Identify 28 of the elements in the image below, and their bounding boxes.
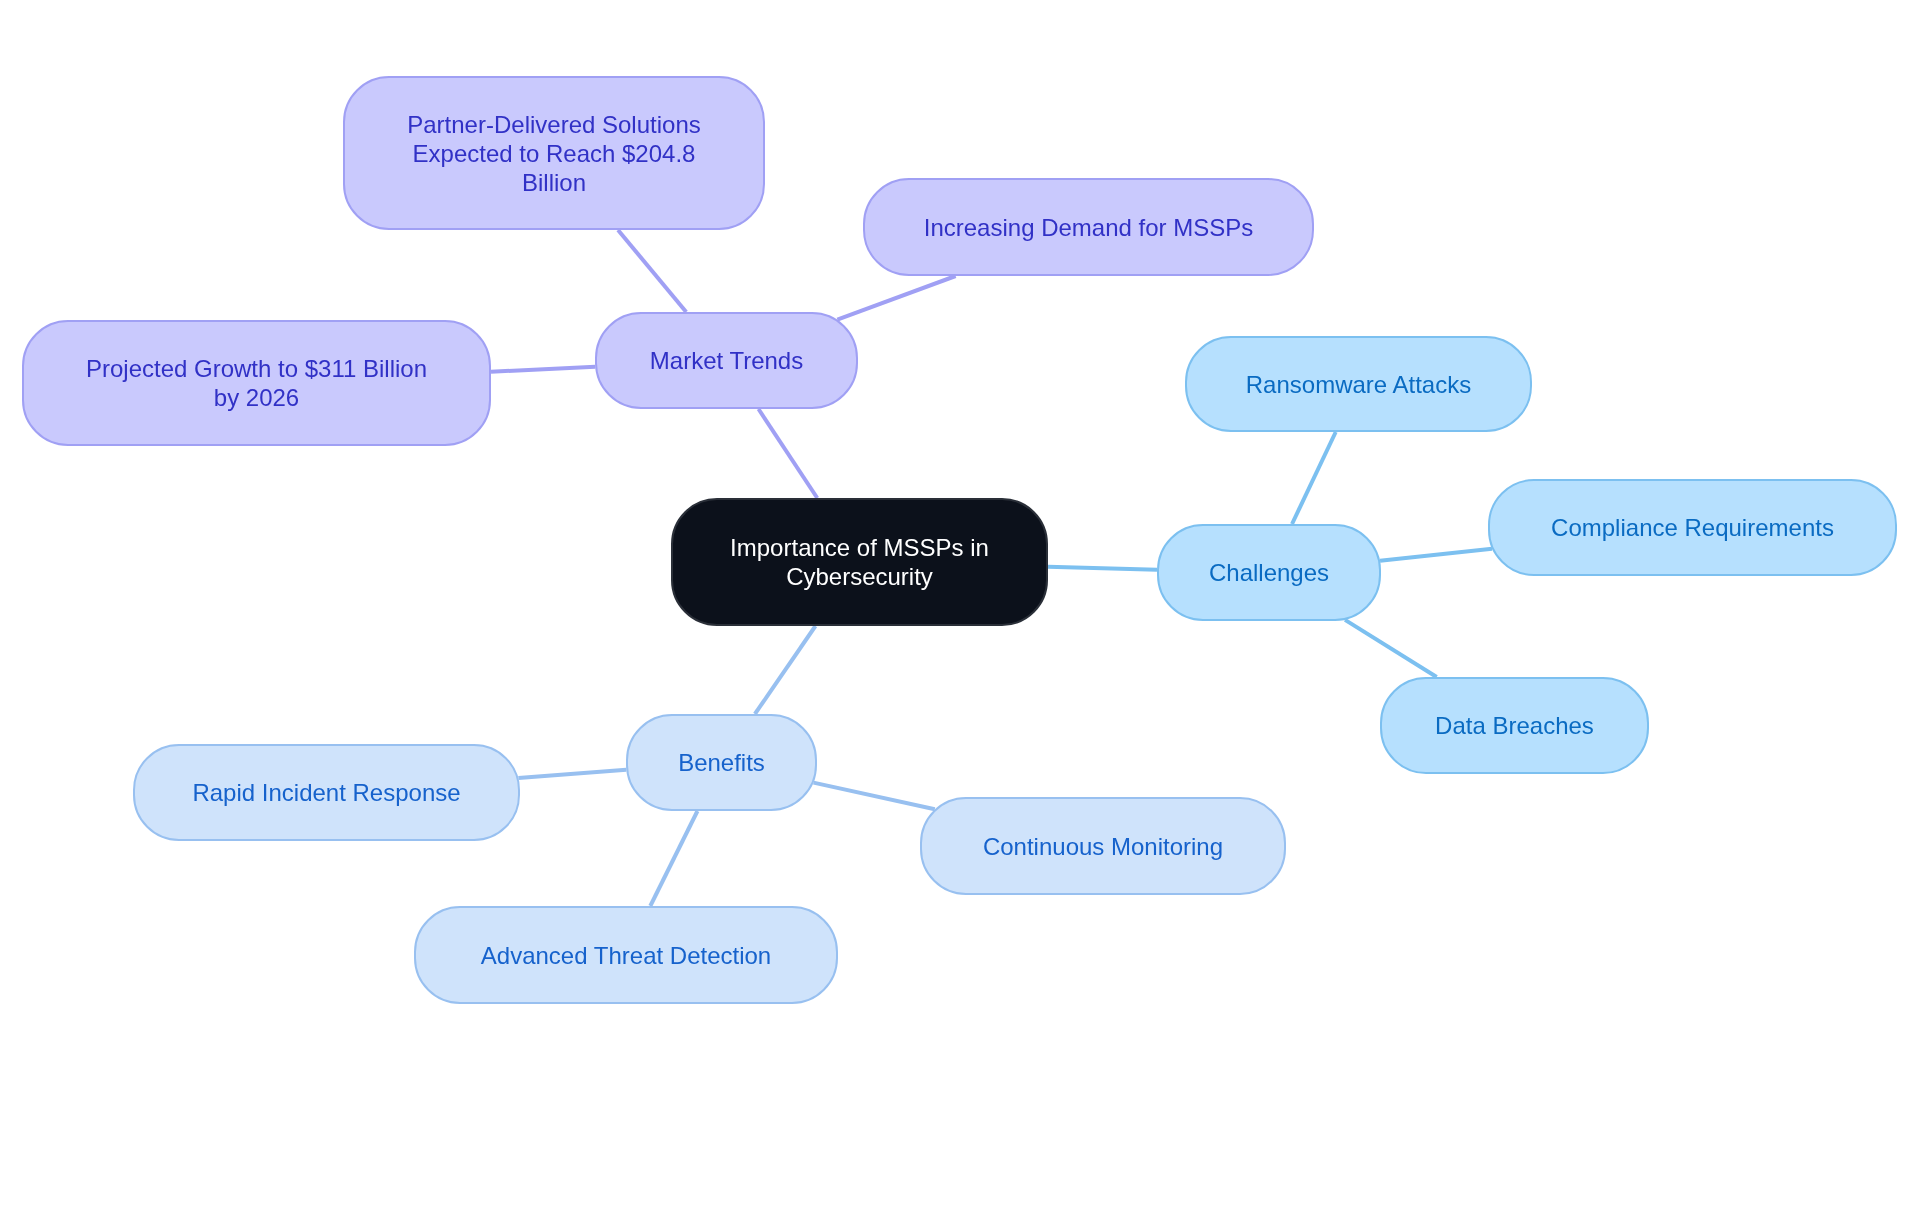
topic-text: Increasing Demand for MSSPs (923, 212, 1254, 242)
topic-box (22, 320, 491, 446)
topic-text: Ransomware Attacks (1245, 369, 1472, 399)
topic-text: Market Trends (649, 346, 804, 375)
central-topic-box (671, 498, 1048, 626)
connector-line (1047, 564, 1158, 572)
connector-line (1379, 546, 1493, 563)
topic-text: Data Breaches (1435, 711, 1594, 740)
connector-line (490, 364, 596, 374)
topic-text: Importance of MSSPs in Cybersecurity (729, 533, 990, 591)
topic-text: Benefits (678, 748, 765, 777)
topic-text: Partner-Delivered Solutions Expected to Reach $204.8 Billion (406, 109, 702, 197)
topic-text: Advanced Threat Detection (480, 940, 772, 970)
connector-line (753, 624, 818, 716)
connector-line (1290, 431, 1338, 525)
topic-text: Rapid Incident Response (192, 778, 461, 807)
topic-box (343, 76, 765, 230)
topic-text: Compliance Requirements (1551, 513, 1834, 542)
connector-line (518, 767, 627, 780)
connector-line (756, 407, 819, 500)
connector-line (836, 274, 957, 322)
topic-text: Projected Growth to $311 Billion by 2026 (84, 354, 429, 412)
connector-line (648, 810, 700, 907)
topic-text: Challenges (1208, 558, 1330, 587)
connector-line (813, 780, 936, 812)
topic-text: Continuous Monitoring (982, 831, 1224, 861)
connector-line (1344, 618, 1438, 679)
connector-line (616, 228, 688, 314)
